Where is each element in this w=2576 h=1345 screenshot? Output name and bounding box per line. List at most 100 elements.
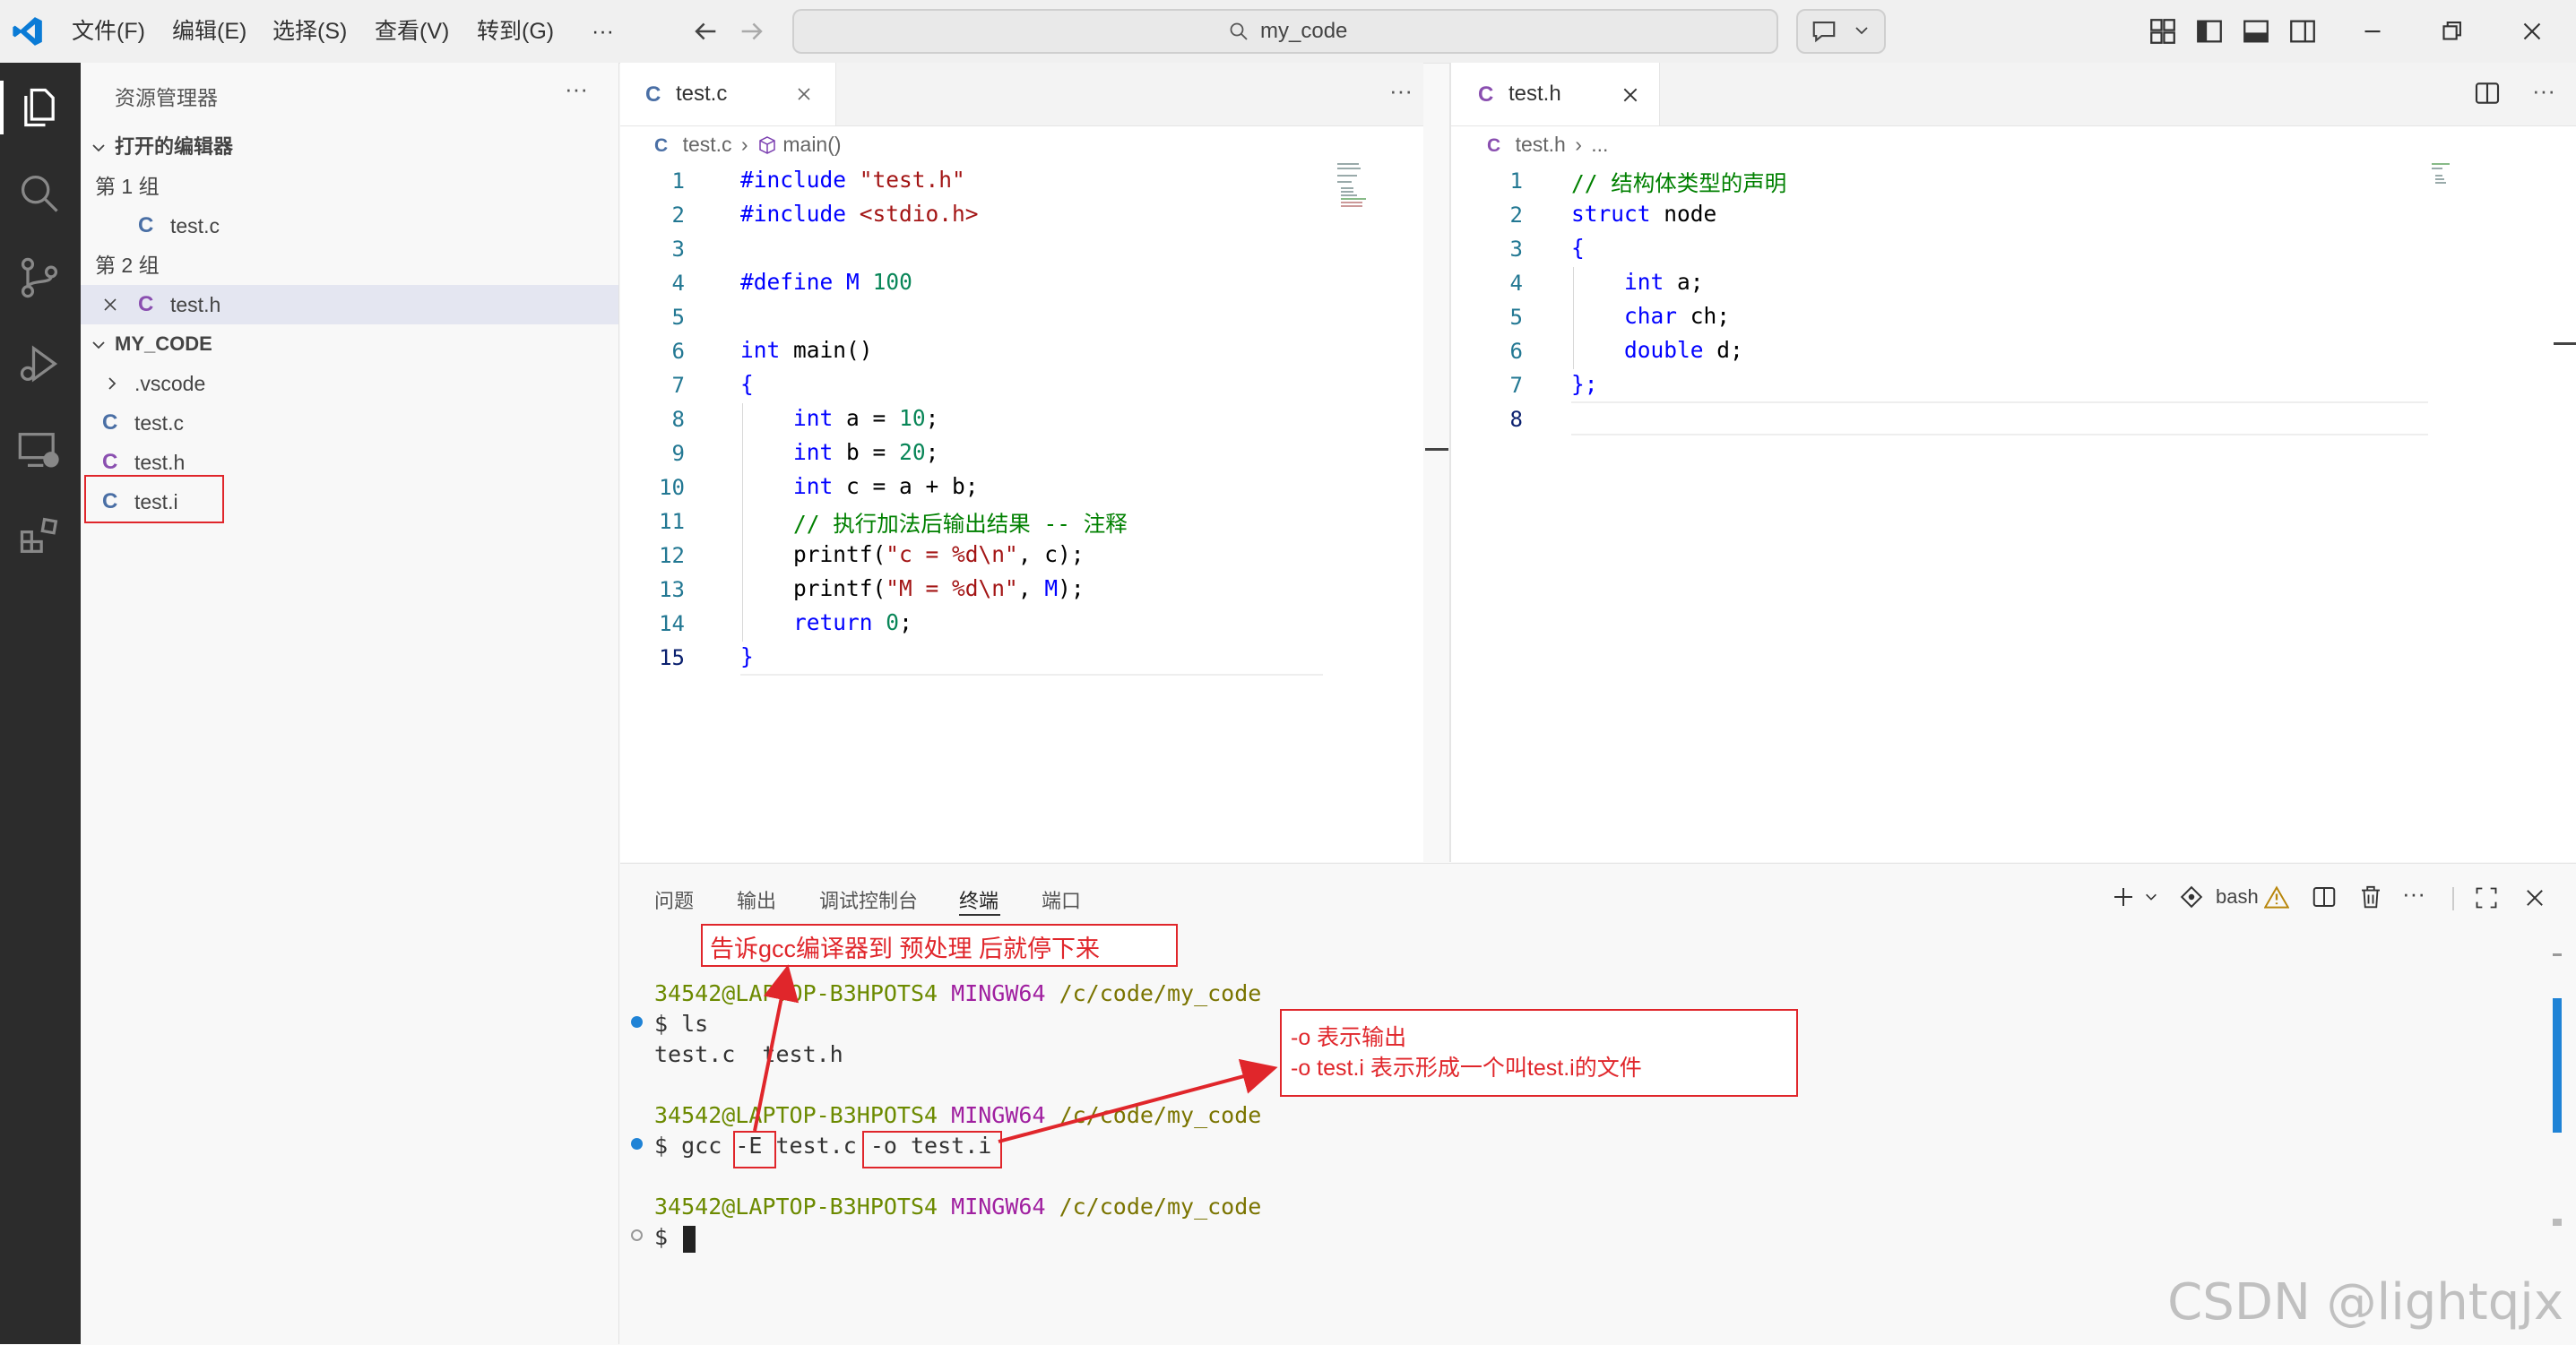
terminal-ls-output: test.c test.h [654,1041,843,1067]
breadcrumb-file[interactable]: test.h [1515,133,1566,156]
breadcrumb-file[interactable]: test.c [682,133,732,156]
remote-explorer-icon[interactable] [16,427,63,473]
trash-icon[interactable] [2357,884,2384,910]
chevron-down-icon [92,341,105,349]
menu-more[interactable]: ··· [592,19,614,44]
scrollbar-marker [2553,1219,2562,1226]
close-icon[interactable] [796,86,812,102]
panel-tab-ports[interactable]: 端口 [1042,890,1082,912]
explorer-icon[interactable] [16,84,63,131]
panel-tab-debug-console[interactable]: 调试控制台 [819,890,919,912]
line-number: 1 [1509,168,1523,194]
group-1-label: 第 1 组 [95,175,160,198]
split-editor-icon[interactable] [2473,79,2502,108]
search-icon [1230,22,1248,40]
command-success-dot[interactable] [631,1138,643,1150]
code-line: #include <stdio.h> [740,201,979,227]
menu-selection[interactable]: 选择(S) [272,19,348,44]
c-file-icon: C [138,213,154,237]
open-editor-test-h-label: test.h [170,293,221,316]
editor-2-more-button[interactable]: ··· [2532,77,2555,104]
editor-1-more-button[interactable]: ··· [1389,77,1413,104]
close-window-icon[interactable] [2517,16,2547,47]
open-editor-test-h[interactable]: C test.h [81,285,618,324]
menu-edit[interactable]: 编辑(E) [172,19,247,44]
line-number: 12 [659,543,685,568]
back-arrow-icon[interactable] [690,16,721,47]
extensions-icon[interactable] [16,513,63,559]
command-success-dot[interactable] [631,1016,643,1028]
menu-view[interactable]: 查看(V) [375,19,450,44]
menu-file[interactable]: 文件(F) [72,19,145,44]
c-file-icon: C [645,82,661,107]
search-view-icon[interactable] [16,170,63,217]
close-panel-icon[interactable] [2522,885,2547,910]
code-line: char ch; [1624,303,1731,329]
tree-item-test-c-label: test.c [134,411,184,435]
terminal-scrollbar[interactable] [2553,998,2562,1133]
annotation-note-output-line2: -o test.i 表示形成一个叫test.i的文件 [1291,1056,1642,1081]
breadcrumb: C test.h › ... [1487,133,1609,156]
warning-icon[interactable] [2264,885,2289,909]
copilot-chat-button[interactable] [1796,9,1886,54]
title-bar: 文件(F) 编辑(E) 选择(S) 查看(V) 转到(G) ··· my_cod… [0,0,2576,64]
terminal-command-ls: $ ls [654,1011,709,1037]
tree-item-test-i[interactable]: C test.i [81,482,618,522]
close-icon[interactable] [1621,86,1639,104]
panel-tab-output[interactable]: 输出 [737,890,777,912]
toggle-panel-icon[interactable] [2241,16,2271,47]
source-control-icon[interactable] [16,254,63,301]
sidebar-more-button[interactable]: ··· [565,75,588,102]
command-center-search[interactable]: my_code [792,9,1778,54]
tree-item-test-h[interactable]: C test.h [81,443,618,482]
terminal-shell-label[interactable]: bash [2216,885,2259,908]
toggle-primary-sidebar-icon[interactable] [2194,16,2225,47]
open-editors-header[interactable]: 打开的编辑器 [81,127,618,167]
maximize-panel-icon[interactable] [2474,885,2499,910]
code-line: { [1571,235,1585,261]
customize-layout-icon[interactable] [2148,16,2178,47]
menu-go[interactable]: 转到(G) [477,19,555,44]
panel-tab-problems[interactable]: 问题 [654,890,695,912]
code-line: printf("c = %d\n", c); [793,541,1085,567]
line-number: 2 [671,203,685,228]
line-number: 4 [671,271,685,296]
chevron-down-icon[interactable] [2144,891,2158,903]
editor-split-divider[interactable] [1449,63,1451,862]
restore-icon[interactable] [2436,16,2467,47]
command-pending-dot[interactable] [631,1229,643,1241]
minimize-icon[interactable] [2357,16,2388,47]
split-terminal-icon[interactable] [2311,884,2338,910]
tree-item-test-c[interactable]: C test.c [81,403,618,443]
panel-tab-terminal[interactable]: 终端 [959,890,999,912]
group-1-header[interactable]: 第 1 组 [81,167,618,206]
new-terminal-icon[interactable] [2110,884,2137,910]
run-debug-icon[interactable] [16,341,63,387]
group-2-header[interactable]: 第 2 组 [81,246,618,285]
breadcrumb-symbol[interactable]: main() [782,133,842,156]
c-header-file-icon: C [1478,82,1494,107]
open-editor-test-c[interactable]: C test.c [81,206,618,246]
explorer-sidebar: 资源管理器 ··· 打开的编辑器 第 1 组 C test.c 第 2 组 C … [81,63,619,1344]
toggle-secondary-sidebar-icon[interactable] [2287,16,2318,47]
tab-test-h[interactable]: C test.h [1451,63,1660,125]
bottom-panel: 问题 输出 调试控制台 终端 端口 bash ··· 34542@LAPTOP-… [620,863,2576,1345]
line-number: 2 [1509,203,1523,228]
minimap[interactable] [1337,163,1391,217]
panel-more-button[interactable]: ··· [2402,880,2425,907]
forward-arrow-icon[interactable] [737,16,767,47]
tree-item-vscode[interactable]: .vscode [81,364,618,403]
method-cube-icon [759,136,775,154]
line-number: 11 [659,509,685,534]
tab-test-c[interactable]: C test.c [620,63,836,125]
line-number: 4 [1509,271,1523,296]
editor-group-2: C test.h ··· C test.h › ... 1 2 3 4 5 6 … [1451,63,2576,862]
annotation-box-test-i [84,475,224,523]
breadcrumb-rest[interactable]: ... [1591,133,1609,156]
scrollbar-marker [1425,448,1448,451]
minimap[interactable] [2432,163,2468,190]
close-icon[interactable] [102,297,118,313]
vscode-logo-icon [13,17,42,46]
annotation-arrows [753,964,1278,1143]
folder-header[interactable]: MY_CODE [81,324,618,364]
